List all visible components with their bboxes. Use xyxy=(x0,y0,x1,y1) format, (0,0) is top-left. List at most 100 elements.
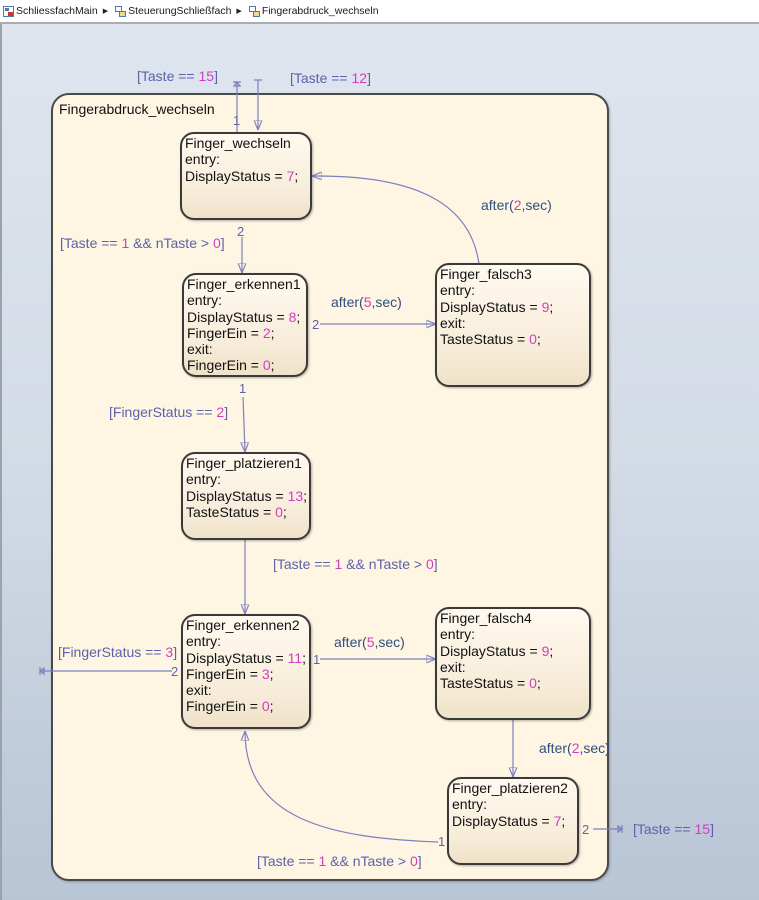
label-erkennen1-platzieren1[interactable]: [FingerStatus == 2] xyxy=(109,404,228,420)
label-falsch4-platzieren2[interactable]: after(2,sec) xyxy=(539,740,610,756)
label-platzieren2-erkennen2[interactable]: [Taste == 1 && nTaste > 0] xyxy=(257,853,422,869)
state-action-line: DisplayStatus = 11; xyxy=(186,650,306,666)
action-value: 8 xyxy=(288,308,297,325)
label-value: 2 xyxy=(571,740,580,756)
label-text: [Taste == xyxy=(273,556,335,572)
action-text: entry: xyxy=(186,633,222,650)
label-erkennen2-falsch4[interactable]: after(5,sec) xyxy=(334,634,405,650)
action-text: entry: xyxy=(186,471,222,488)
label-text: [FingerStatus == xyxy=(58,644,166,660)
action-value: 0 xyxy=(529,675,537,692)
action-text: FingerEin = xyxy=(187,357,263,374)
label-text: [Taste == xyxy=(290,70,352,86)
action-value: 3 xyxy=(261,665,270,682)
action-text: FingerEin = xyxy=(186,665,262,682)
state-action-line: entry: xyxy=(440,626,586,642)
transition-platzieren2-erkennen2 xyxy=(245,731,439,843)
action-text: DisplayStatus = xyxy=(440,298,542,315)
label-exit-top[interactable]: [Taste == 15] xyxy=(137,68,218,84)
action-text: ; xyxy=(282,503,287,520)
label-value: 12 xyxy=(351,70,368,86)
state-action-line: DisplayStatus = 7; xyxy=(185,168,307,184)
model-icon xyxy=(3,5,14,17)
label-enter-top[interactable]: [Taste == 12] xyxy=(290,70,371,86)
action-text: ; xyxy=(269,698,274,715)
label-text: [Taste == xyxy=(633,821,695,837)
label-platzieren2-exit[interactable]: [Taste == 15] xyxy=(633,821,714,837)
label-erkennen1-falsch3[interactable]: after(5,sec) xyxy=(331,294,402,310)
order-erkennen1-falsch3: 2 xyxy=(312,317,320,332)
breadcrumb-item-fingerabdruck[interactable]: Fingerabdruck_wechseln xyxy=(248,5,379,17)
label-value: 2 xyxy=(216,404,225,420)
state-action-line: TasteStatus = 0; xyxy=(440,331,586,347)
action-text: FingerEin = xyxy=(187,324,263,341)
state-action-line: exit: xyxy=(186,682,306,698)
label-text: after( xyxy=(331,294,364,310)
state-name: Finger_falsch3 xyxy=(440,266,532,282)
label-text: && nTaste > xyxy=(342,556,426,572)
order-exit-top: 1 xyxy=(233,113,241,128)
parent-state-fingerabdruck-wechseln[interactable]: Fingerabdruck_wechseln xyxy=(51,93,609,881)
action-text: exit: xyxy=(187,341,213,358)
state-action-line: TasteStatus = 0; xyxy=(186,504,306,520)
action-text: ; xyxy=(296,308,301,325)
label-text: ,sec) xyxy=(371,294,402,310)
label-text: ] xyxy=(173,644,178,660)
breadcrumb-separator-icon: ▶ xyxy=(102,8,109,15)
state-action-line: exit: xyxy=(440,315,586,331)
label-platzieren1-erkennen2[interactable]: [Taste == 1 && nTaste > 0] xyxy=(273,556,438,572)
order-platzieren2-erkennen2: 1 xyxy=(438,834,446,849)
order-wechseln-erkennen1: 2 xyxy=(237,224,245,239)
chart-icon xyxy=(115,5,127,17)
label-value: 5 xyxy=(363,294,372,310)
breadcrumb-item-steuerung[interactable]: SteuerungSchließfach xyxy=(115,5,231,17)
label-value: 0 xyxy=(425,556,434,572)
state-action-line: FingerEin = 0; xyxy=(186,698,306,714)
action-text: ; xyxy=(536,331,541,348)
action-text: ; xyxy=(536,675,541,692)
state-action-line: FingerEin = 0; xyxy=(187,357,303,373)
action-text: entry: xyxy=(440,626,476,643)
breadcrumb-label: SchliessfachMain xyxy=(16,5,98,17)
action-text: DisplayStatus = xyxy=(452,812,554,829)
label-text: ] xyxy=(214,68,218,84)
label-falsch3-wechseln[interactable]: after(2,sec) xyxy=(481,197,552,213)
breadcrumb-label: Fingerabdruck_wechseln xyxy=(261,5,379,17)
state-action-line: FingerEin = 2; xyxy=(187,325,303,341)
action-text: ; xyxy=(270,324,275,341)
action-text: entry: xyxy=(452,796,488,813)
label-text: [Taste == xyxy=(60,235,122,251)
action-text: ; xyxy=(294,167,299,184)
parent-state-title: Fingerabdruck_wechseln xyxy=(59,101,215,117)
label-text: && nTaste > xyxy=(326,853,410,869)
label-value: 2 xyxy=(513,197,522,213)
state-action-line: entry: xyxy=(452,796,574,812)
label-wechseln-erkennen1[interactable]: [Taste == 1 && nTaste > 0] xyxy=(60,235,225,251)
label-text: ] xyxy=(220,235,225,251)
breadcrumb: SchliessfachMain ▶ SteuerungSchließfach … xyxy=(0,0,759,24)
order-erkennen1-platzieren1: 1 xyxy=(239,381,247,396)
label-value: 3 xyxy=(165,644,174,660)
label-value: 15 xyxy=(694,821,711,837)
action-text: ; xyxy=(549,298,554,315)
action-text: TasteStatus = xyxy=(186,503,276,520)
transition-erkennen1-platzieren1 xyxy=(243,396,245,452)
exit-junction-icon xyxy=(232,81,242,87)
label-text: after( xyxy=(481,197,514,213)
state-action-line: FingerEin = 3; xyxy=(186,666,306,682)
action-text: ; xyxy=(302,649,306,666)
label-erkennen2-exit[interactable]: [FingerStatus == 3] xyxy=(58,644,177,660)
breadcrumb-item-schliessfachmain[interactable]: SchliessfachMain xyxy=(3,5,98,17)
state-action-line: entry: xyxy=(186,471,306,487)
action-text: exit: xyxy=(440,314,466,331)
action-value: 2 xyxy=(262,324,271,341)
breadcrumb-label: SteuerungSchließfach xyxy=(128,5,232,17)
label-value: 1 xyxy=(318,853,327,869)
